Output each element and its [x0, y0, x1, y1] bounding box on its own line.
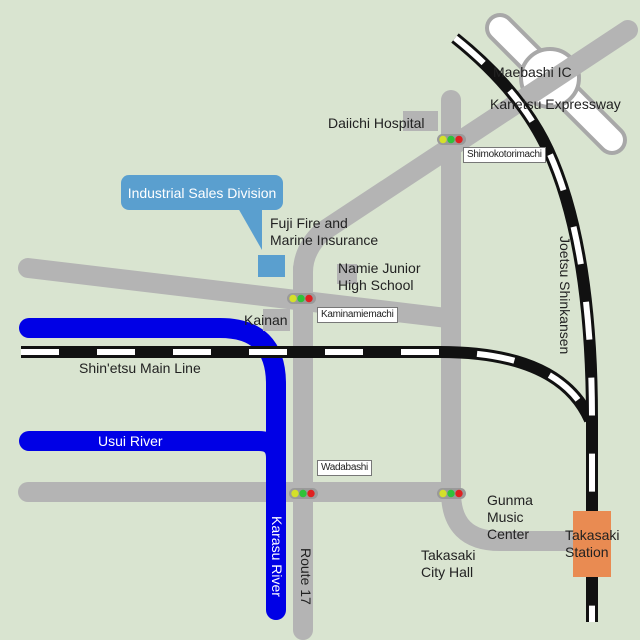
namie-school-label: Namie Junior High School	[338, 260, 420, 294]
fuji-fire-line2: Marine Insurance	[270, 232, 379, 248]
gunma-music-center-label: Gunma Music Center	[487, 492, 533, 543]
shinetsu-main-line-label: Shin'etsu Main Line	[79, 360, 201, 376]
takasaki-city-hall-label: Takasaki City Hall	[421, 547, 475, 581]
namie-line1: Namie Junior	[338, 260, 421, 276]
takasaki-station-marker	[573, 511, 611, 577]
wadabashi-tag: Wadabashi	[317, 460, 372, 476]
gunma-line3: Center	[487, 526, 530, 542]
route-17-label: Route 17	[298, 548, 314, 605]
maebashi-ic-label: Maebashi IC	[493, 64, 572, 80]
daiichi-hospital-marker	[403, 111, 438, 131]
karasu-river-shape	[19, 318, 286, 620]
joetsu-shinkansen-label: Joetsu Shinkansen	[557, 236, 573, 355]
station-line2: Station	[565, 544, 609, 560]
usui-river-label: Usui River	[98, 433, 163, 449]
namie-school-marker	[337, 264, 357, 284]
kaminamiemachi-tag: Kaminamiemachi	[317, 307, 398, 323]
takasaki-station-label: Takasaki Station	[565, 527, 619, 561]
station-line1: Takasaki	[565, 527, 620, 543]
rivers	[19, 318, 286, 620]
railways	[21, 33, 598, 622]
namie-line2: High School	[338, 277, 414, 293]
daiichi-hospital-label: Daiichi Hospital	[328, 115, 425, 131]
kainan-label: Kainan	[244, 312, 288, 328]
traffic-light-wadabashi	[289, 488, 318, 499]
kanetsu-expressway-label: Kanetsu Expressway	[490, 96, 621, 112]
karasu-river-label: Karasu River	[269, 516, 285, 597]
city-hall-line1: Takasaki	[421, 547, 476, 563]
industrial-sales-callout: Industrial Sales Division	[121, 175, 283, 210]
industrial-sales-label: Industrial Sales Division	[127, 184, 277, 201]
gunma-line1: Gunma	[487, 492, 533, 508]
gunma-line2: Music	[487, 509, 524, 525]
traffic-light-shimokotorimachi	[437, 134, 466, 145]
industrial-sales-building	[258, 255, 285, 277]
traffic-light-kaminamiemachi	[287, 293, 316, 304]
fuji-fire-line1: Fuji Fire and	[270, 215, 348, 231]
callout-pointer	[238, 208, 262, 250]
fuji-fire-label: Fuji Fire and Marine Insurance	[270, 215, 378, 249]
kainan-marker	[263, 309, 290, 331]
city-hall-line2: City Hall	[421, 564, 474, 580]
traffic-light-gunma	[437, 488, 466, 499]
shimokotorimachi-tag: Shimokotorimachi	[463, 147, 546, 163]
